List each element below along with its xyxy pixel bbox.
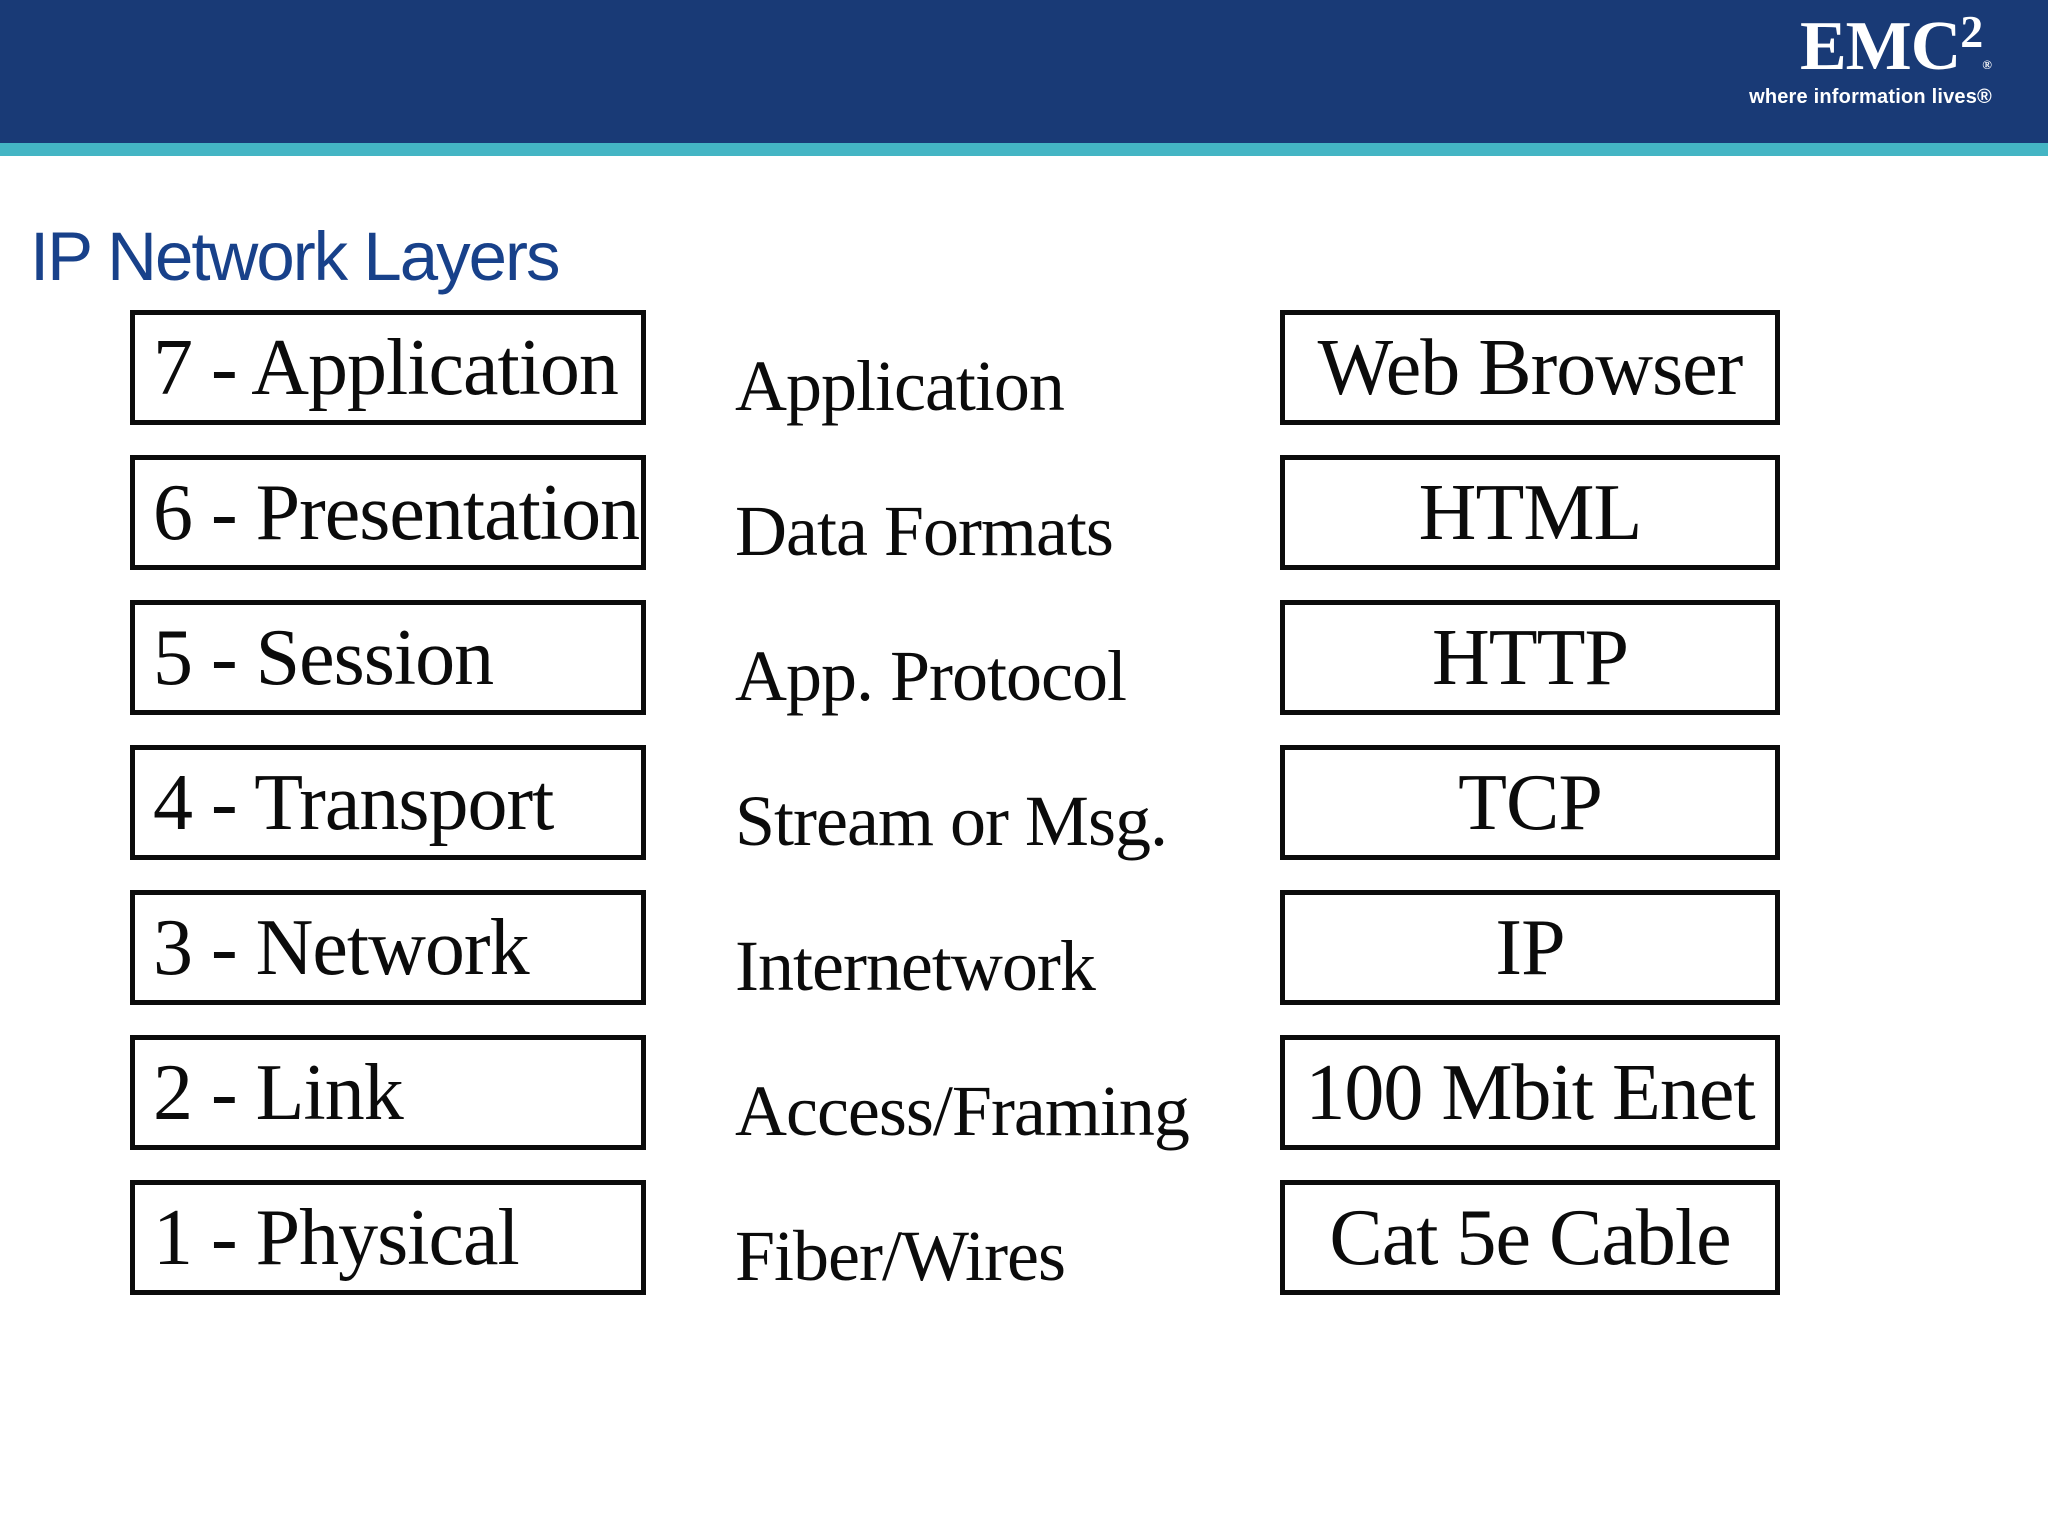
layer-description: Stream or Msg. — [735, 780, 1168, 861]
example-label: TCP — [1458, 758, 1603, 847]
layer-description: Application — [735, 345, 1065, 426]
emc-logo: EMC2® where information lives® — [1749, 6, 1992, 109]
osi-layer-label: 2 - Link — [153, 1048, 404, 1137]
layer-row: 6 - Presentation Data Formats HTML — [130, 455, 1780, 570]
example-label: Cat 5e Cable — [1329, 1193, 1731, 1282]
layer-row: 3 - Network Internetwork IP — [130, 890, 1780, 1005]
layer-description: Fiber/Wires — [735, 1215, 1066, 1296]
example-box: 100 Mbit Enet — [1280, 1035, 1780, 1150]
osi-layer-label: 3 - Network — [153, 903, 530, 992]
example-label: HTML — [1418, 468, 1643, 557]
osi-layer-box: 2 - Link — [130, 1035, 646, 1150]
example-box: Cat 5e Cable — [1280, 1180, 1780, 1295]
layer-row: 7 - Application Application Web Browser — [130, 310, 1780, 425]
osi-layer-box: 4 - Transport — [130, 745, 646, 860]
example-label: HTTP — [1432, 613, 1629, 702]
osi-layer-box: 6 - Presentation — [130, 455, 646, 570]
osi-layer-label: 6 - Presentation — [153, 468, 640, 557]
emc-logo-wordmark: EMC2® — [1749, 6, 1992, 82]
layer-description: Data Formats — [735, 490, 1114, 571]
example-box: TCP — [1280, 745, 1780, 860]
layer-description: App. Protocol — [735, 635, 1127, 716]
osi-layer-box: 1 - Physical — [130, 1180, 646, 1295]
osi-layer-label: 7 - Application — [153, 323, 619, 412]
slide-title: IP Network Layers — [30, 218, 560, 295]
layer-row: 1 - Physical Fiber/Wires Cat 5e Cable — [130, 1180, 1780, 1295]
example-box: HTTP — [1280, 600, 1780, 715]
osi-layer-label: 5 - Session — [153, 613, 494, 702]
emc-logo-superscript: 2 — [1960, 6, 1983, 57]
osi-layer-box: 7 - Application — [130, 310, 646, 425]
osi-layer-label: 4 - Transport — [153, 758, 554, 847]
example-box: Web Browser — [1280, 310, 1780, 425]
osi-layer-box: 3 - Network — [130, 890, 646, 1005]
layer-row: 5 - Session App. Protocol HTTP — [130, 600, 1780, 715]
example-box: HTML — [1280, 455, 1780, 570]
layer-row: 2 - Link Access/Framing 100 Mbit Enet — [130, 1035, 1780, 1150]
example-label: IP — [1495, 903, 1565, 992]
layer-description: Access/Framing — [735, 1070, 1190, 1151]
example-label: 100 Mbit Enet — [1305, 1048, 1755, 1137]
example-label: Web Browser — [1317, 323, 1744, 412]
layer-row: 4 - Transport Stream or Msg. TCP — [130, 745, 1780, 860]
osi-layer-box: 5 - Session — [130, 600, 646, 715]
emc-logo-text: EMC — [1799, 8, 1961, 85]
registered-mark-icon: ® — [1982, 57, 1992, 72]
example-box: IP — [1280, 890, 1780, 1005]
header-band: EMC2® where information lives® — [0, 0, 2048, 143]
accent-stripe — [0, 143, 2048, 156]
layer-description: Internetwork — [735, 925, 1096, 1006]
network-layers-diagram: 7 - Application Application Web Browser … — [130, 310, 1780, 1295]
osi-layer-label: 1 - Physical — [153, 1193, 520, 1282]
emc-tagline: where information lives® — [1749, 86, 1992, 108]
